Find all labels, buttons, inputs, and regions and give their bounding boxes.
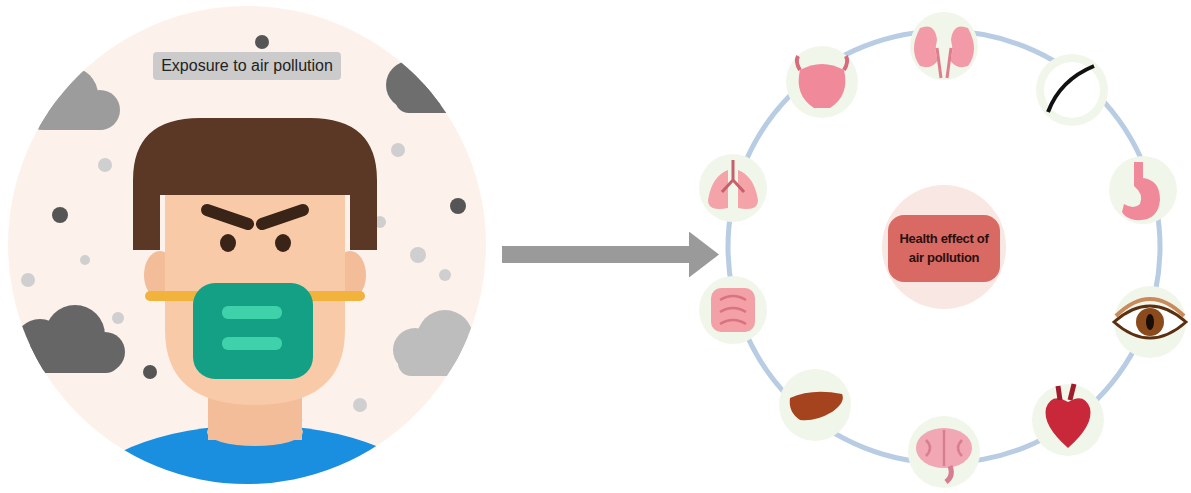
eye-icon bbox=[1114, 299, 1186, 338]
liver-icon bbox=[790, 392, 843, 421]
brain-icon bbox=[916, 428, 972, 482]
bladder-icon bbox=[797, 56, 847, 108]
stomach-icon bbox=[1122, 162, 1160, 220]
scene-circle bbox=[8, 6, 486, 484]
person-figure bbox=[14, 35, 495, 493]
exposure-label: Exposure to air pollution bbox=[153, 52, 341, 80]
exposure-circle: Exposure to air pollution bbox=[8, 6, 486, 484]
center-label: Health effect of air pollution bbox=[888, 215, 1000, 282]
organ-ring-region: Health effect of air pollution bbox=[727, 31, 1161, 465]
skin-icon bbox=[1044, 62, 1100, 118]
intestine-icon bbox=[711, 288, 755, 332]
flow-arrow bbox=[502, 246, 689, 263]
center-halo bbox=[882, 185, 1006, 309]
organ-backgrounds bbox=[699, 12, 1186, 488]
organ-ring bbox=[728, 31, 1160, 463]
kidney-icon bbox=[914, 27, 974, 79]
lung-icon bbox=[708, 160, 758, 209]
heart-icon bbox=[1045, 384, 1090, 448]
